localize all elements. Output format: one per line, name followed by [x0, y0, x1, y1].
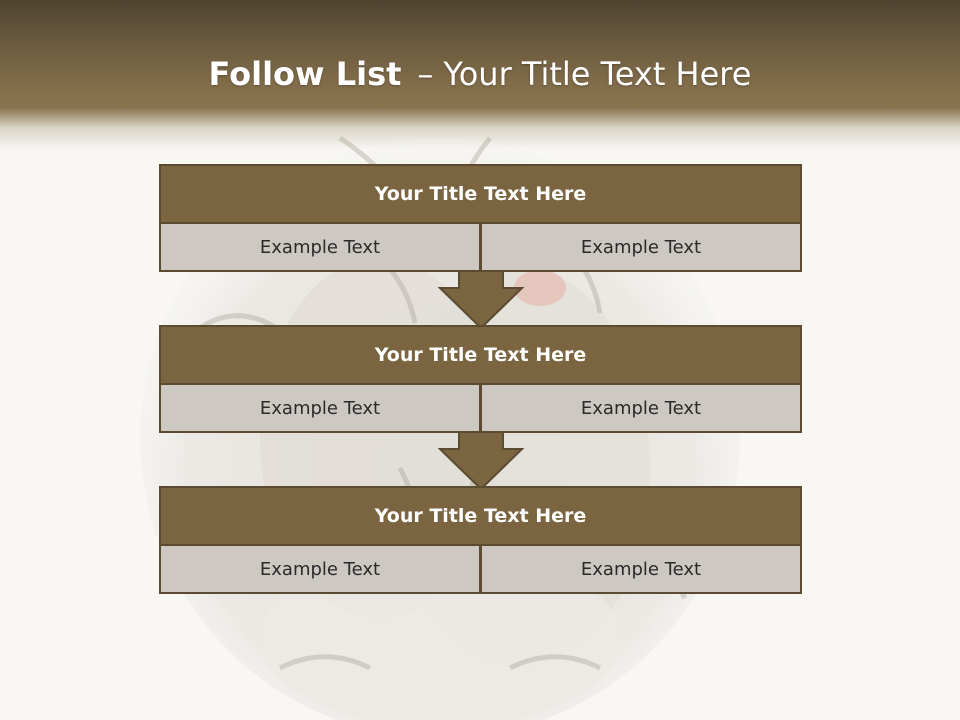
- follow-block-text-left: Example Text: [161, 385, 479, 431]
- slide-title-separator: –: [417, 55, 434, 93]
- follow-block-text-right: Example Text: [482, 546, 800, 592]
- follow-block-title: Your Title Text Here: [161, 327, 800, 383]
- follow-block-text-right: Example Text: [482, 224, 800, 270]
- follow-block-1: Your Title Text Here Example Text Exampl…: [159, 164, 802, 272]
- slide-title-rest: Your Title Text Here: [443, 55, 752, 93]
- follow-block-title: Your Title Text Here: [161, 488, 800, 544]
- follow-block-2: Your Title Text Here Example Text Exampl…: [159, 325, 802, 433]
- slide-title: Follow List–Your Title Text Here: [0, 52, 960, 96]
- follow-block-title: Your Title Text Here: [161, 166, 800, 222]
- follow-block-text-left: Example Text: [161, 546, 479, 592]
- down-arrow-icon: [438, 431, 524, 491]
- follow-block-text-right: Example Text: [482, 385, 800, 431]
- follow-block-text-left: Example Text: [161, 224, 479, 270]
- header-band: [0, 0, 960, 150]
- down-arrow-icon: [438, 270, 524, 330]
- follow-block-3: Your Title Text Here Example Text Exampl…: [159, 486, 802, 594]
- slide-title-bold: Follow List: [208, 55, 402, 93]
